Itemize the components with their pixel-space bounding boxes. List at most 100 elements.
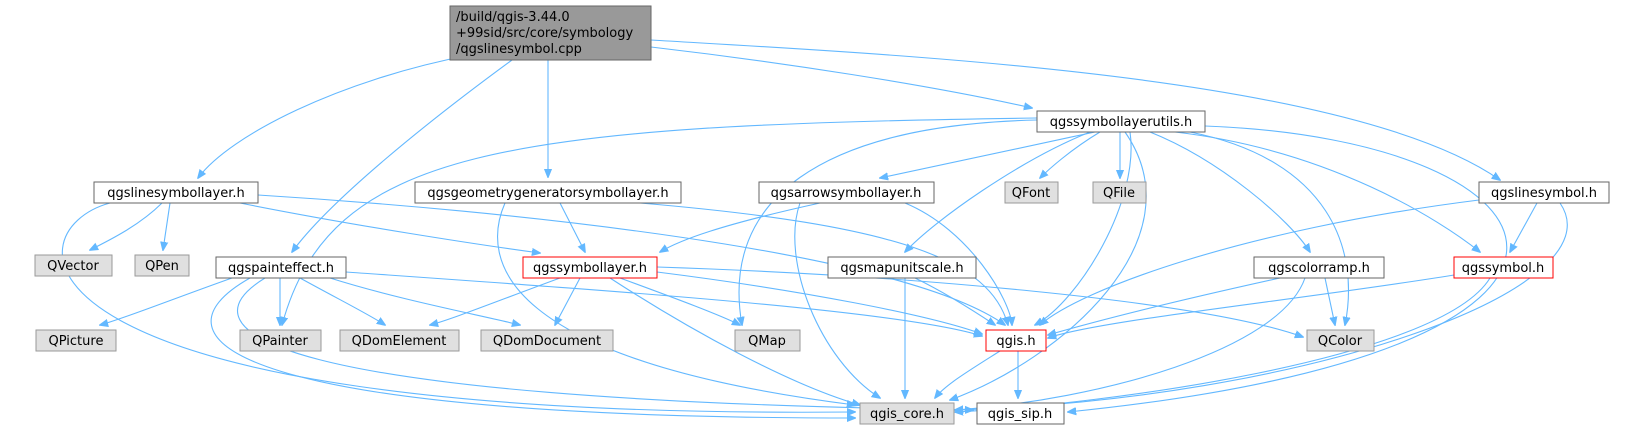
edge-line (497, 202, 855, 405)
edge-utils-to-qgscolorramp (1149, 131, 1310, 252)
edge-qgsarrow-to-qgis-core (794, 202, 880, 398)
node-QPen[interactable]: QPen (134, 254, 190, 277)
node-QDomDocument[interactable]: QDomDocument (480, 329, 614, 352)
edge-line (1040, 199, 1480, 325)
edge-qgslinesymbollayer-to-qgis-core (61, 202, 855, 412)
edge-line (292, 59, 513, 252)
node-label: qgsarrowsymbollayer.h (771, 186, 922, 201)
node-QDomElement[interactable]: QDomElement (339, 329, 460, 352)
edge-line (1068, 125, 1508, 412)
node-label: QFont (1012, 186, 1051, 201)
node-label: QFile (1103, 186, 1135, 201)
edge-qgssymbollayer-to-QDomDocument (555, 277, 581, 325)
root-line-1: /build/qgis-3.44.0 (456, 10, 570, 25)
edge-line (609, 277, 860, 405)
edge-line (559, 202, 585, 252)
edge-utils-to-qgis-sip (1068, 125, 1508, 412)
edge-qgscolorramp-to-QColor (1324, 277, 1335, 325)
node-qgsarrowsymbollayer-h[interactable]: qgsarrowsymbollayer.h (758, 181, 935, 204)
edge-line (955, 202, 1568, 410)
edge-line (905, 131, 1091, 252)
edge-line (1324, 277, 1335, 325)
edge-line (237, 277, 973, 410)
edge-root-to-qgslinesymbol-h (650, 39, 1500, 180)
node-label: QMap (748, 334, 786, 349)
node-label: qgssymbollayerutils.h (1050, 115, 1193, 130)
edge-qgsarrow-to-qgssymbollayer (660, 202, 821, 252)
node-QFile[interactable]: QFile (1092, 181, 1147, 204)
edge-qgslinesymbollayer-to-QVector (90, 202, 163, 250)
node-qgsgeometrygeneratorsymbollayer-h[interactable]: qgsgeometrygeneratorsymbollayer.h (414, 181, 682, 204)
node-qgslinesymbollayer-h[interactable]: qgslinesymbollayer.h (93, 181, 259, 204)
node-qgssymbollayer-h[interactable]: qgssymbollayer.h (522, 256, 658, 279)
edge-utils-to-QPainter (282, 117, 1038, 325)
node-label: qgsgeometrygeneratorsymbollayer.h (427, 186, 668, 201)
node-label: qgslinesymbol.h (1491, 186, 1597, 201)
edges (61, 39, 1568, 418)
node-qgsmapunitscale-h[interactable]: qgsmapunitscale.h (827, 256, 977, 279)
edge-qgslinesymbol-h-to-qgis (1040, 199, 1480, 325)
edge-qgslinesymbol-h-to-qgssymbol (1510, 202, 1538, 252)
node-label: QColor (1318, 334, 1363, 349)
node-qgscolorramp-h[interactable]: qgscolorramp.h (1253, 256, 1385, 279)
edge-line (904, 202, 1012, 325)
edge-root-to-qgslinesymbollayer (198, 54, 471, 178)
edge-line (650, 39, 1500, 180)
edge-utils-to-QFont (1040, 131, 1101, 178)
edge-line (619, 277, 740, 325)
node-qgslinesymbol-h[interactable]: qgslinesymbol.h (1478, 181, 1610, 204)
node-QFont[interactable]: QFont (1004, 181, 1059, 204)
node-label: QPainter (252, 334, 308, 349)
edge-geometrygen-to-qgssymbollayer (559, 202, 585, 252)
edge-qgslinesymbollayer-to-QPen (163, 202, 171, 250)
node-qgis-h[interactable]: qgis.h (985, 329, 1047, 352)
edge-line (656, 271, 982, 334)
edge-qgsarrow-to-qgis (904, 202, 1012, 325)
edge-qgssymbollayer-to-qgis-core (609, 277, 860, 405)
node-root-qgslinesymbol-cpp[interactable]: /build/qgis-3.44.0 +99sid/src/core/symbo… (449, 5, 652, 61)
edge-line (90, 202, 163, 250)
node-QVector[interactable]: QVector (34, 254, 113, 277)
edge-line (1174, 131, 1480, 252)
edge-line (660, 202, 821, 252)
node-QMap[interactable]: QMap (734, 329, 801, 352)
edge-utils-to-qgis-core (950, 131, 1147, 400)
edge-geometrygen-to-qgis-core (497, 202, 855, 405)
edge-line (650, 46, 1032, 108)
edge-qgspainteffect-to-qgis-sip (237, 277, 973, 410)
root-line-3: /qgslinesymbol.cpp (456, 42, 582, 57)
node-QPicture[interactable]: QPicture (35, 329, 117, 352)
node-label: qgslinesymbollayer.h (107, 186, 244, 201)
edge-qgssymbollayer-to-qgis (656, 271, 982, 334)
edge-line (100, 277, 233, 325)
node-qgis-core-h[interactable]: qgis_core.h (859, 402, 955, 425)
node-qgssymbol-h[interactable]: qgssymbol.h (1453, 256, 1554, 279)
node-QColor[interactable]: QColor (1306, 329, 1375, 352)
node-qgspainteffect-h[interactable]: qgspainteffect.h (215, 256, 347, 279)
edge-line (1149, 131, 1310, 252)
nodes: /build/qgis-3.44.0 +99sid/src/core/symbo… (34, 5, 1610, 425)
node-label: QPen (145, 259, 179, 274)
node-label: qgssymbollayer.h (533, 261, 647, 276)
edge-line (1040, 131, 1101, 178)
edge-utils-to-qgsmapunitscale (905, 131, 1091, 252)
edge-qgslinesymbol-h-to-qgis-core (955, 202, 1568, 410)
edge-line (239, 202, 540, 253)
edge-line (198, 54, 471, 178)
node-qgssymbollayerutils-h[interactable]: qgssymbollayerutils.h (1036, 110, 1206, 133)
edge-line (950, 131, 1147, 400)
edge-line (163, 202, 171, 250)
node-QPainter[interactable]: QPainter (239, 329, 322, 352)
edge-line (430, 277, 561, 325)
node-qgis-sip-h[interactable]: qgis_sip.h (976, 402, 1065, 425)
node-label: qgsmapunitscale.h (840, 261, 963, 276)
node-label: qgssymbol.h (1462, 261, 1545, 276)
node-label: QDomDocument (493, 334, 601, 349)
edge-line (1048, 274, 1455, 338)
edge-root-to-qgspainteffect (292, 59, 513, 252)
edge-qgssymbollayer-to-QMap (619, 277, 740, 325)
edge-qgslinesymbollayer-to-qgis (257, 194, 1005, 325)
edge-line (639, 202, 1008, 325)
edge-utils-to-QMap (739, 119, 1038, 325)
